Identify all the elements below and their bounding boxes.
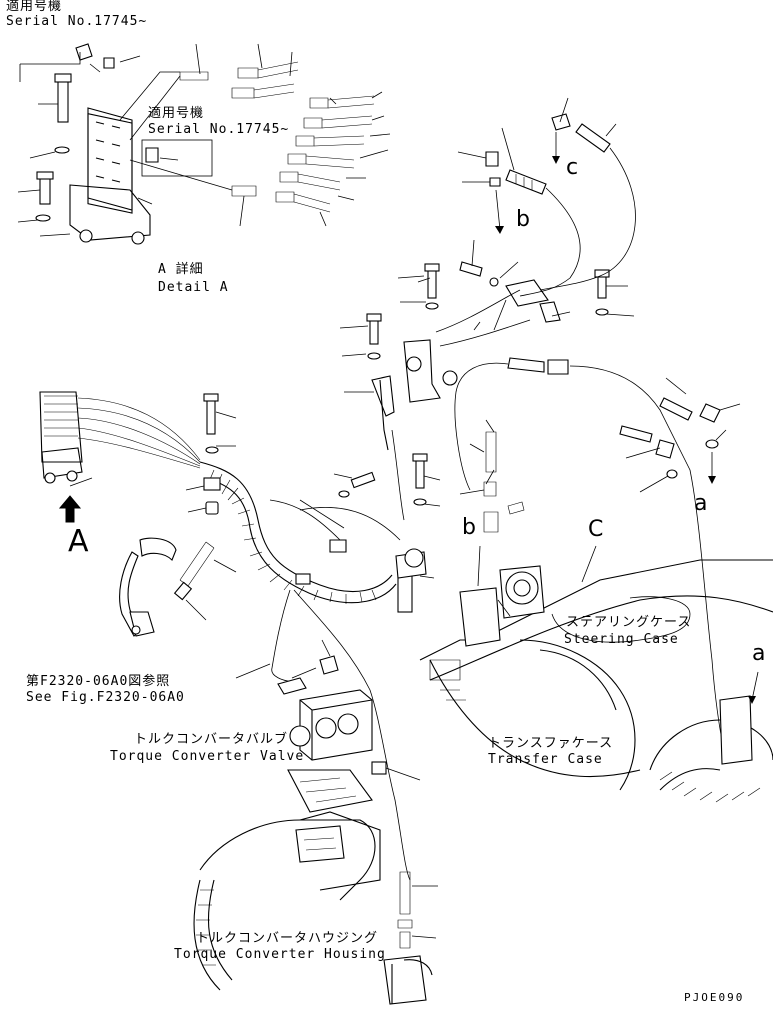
- tc-valve-en: Torque Converter Valve: [110, 749, 305, 764]
- steering-case-jp: ステアリングケース: [566, 615, 692, 630]
- main-harness: [185, 393, 411, 881]
- serial-top-en: Serial No.17745~: [6, 14, 148, 29]
- drawing-code: PJOE090: [684, 991, 745, 1004]
- connection-c-label: c: [566, 155, 579, 180]
- torque-converter-housing-part: [193, 811, 438, 1005]
- serial-top-jp: 適用号機: [6, 0, 63, 14]
- torque-converter-valve-part: [235, 639, 421, 813]
- connection-b-label: b: [516, 207, 530, 232]
- see-fig-jp: 第F2320-06A0図参照: [26, 674, 171, 689]
- view-a-hose-bundle: [39, 391, 201, 523]
- tc-housing-jp: トルクコンバータハウジング: [196, 931, 379, 946]
- detail-a-en: Detail A: [158, 280, 229, 295]
- transfer-steering-case: [419, 545, 773, 803]
- serial-inner-en: Serial No.17745~: [148, 122, 290, 137]
- steering-case-en: Steering Case: [564, 632, 679, 647]
- connection-a-label: a: [694, 491, 708, 516]
- connection-b-lower-label: b: [462, 515, 476, 540]
- right-connectors: [417, 97, 741, 741]
- detail-a-manifold: [17, 43, 391, 245]
- see-fig-en: See Fig.F2320-06A0: [26, 690, 185, 705]
- serial-inner-jp: 適用号機: [148, 106, 205, 121]
- transfer-case-en: Transfer Case: [488, 752, 603, 767]
- connection-a-lower-label: a: [752, 641, 766, 666]
- connection-c-lower-label: C: [588, 517, 604, 542]
- tc-housing-en: Torque Converter Housing: [174, 947, 386, 962]
- detail-a-jp: A 詳細: [158, 262, 204, 277]
- tc-valve-jp: トルクコンバータバルブ: [134, 732, 289, 747]
- center-bracket: [299, 263, 458, 613]
- view-a-label: A: [68, 524, 89, 559]
- transfer-case-jp: トランスファケース: [488, 736, 614, 751]
- see-fig-pipe: [119, 537, 237, 637]
